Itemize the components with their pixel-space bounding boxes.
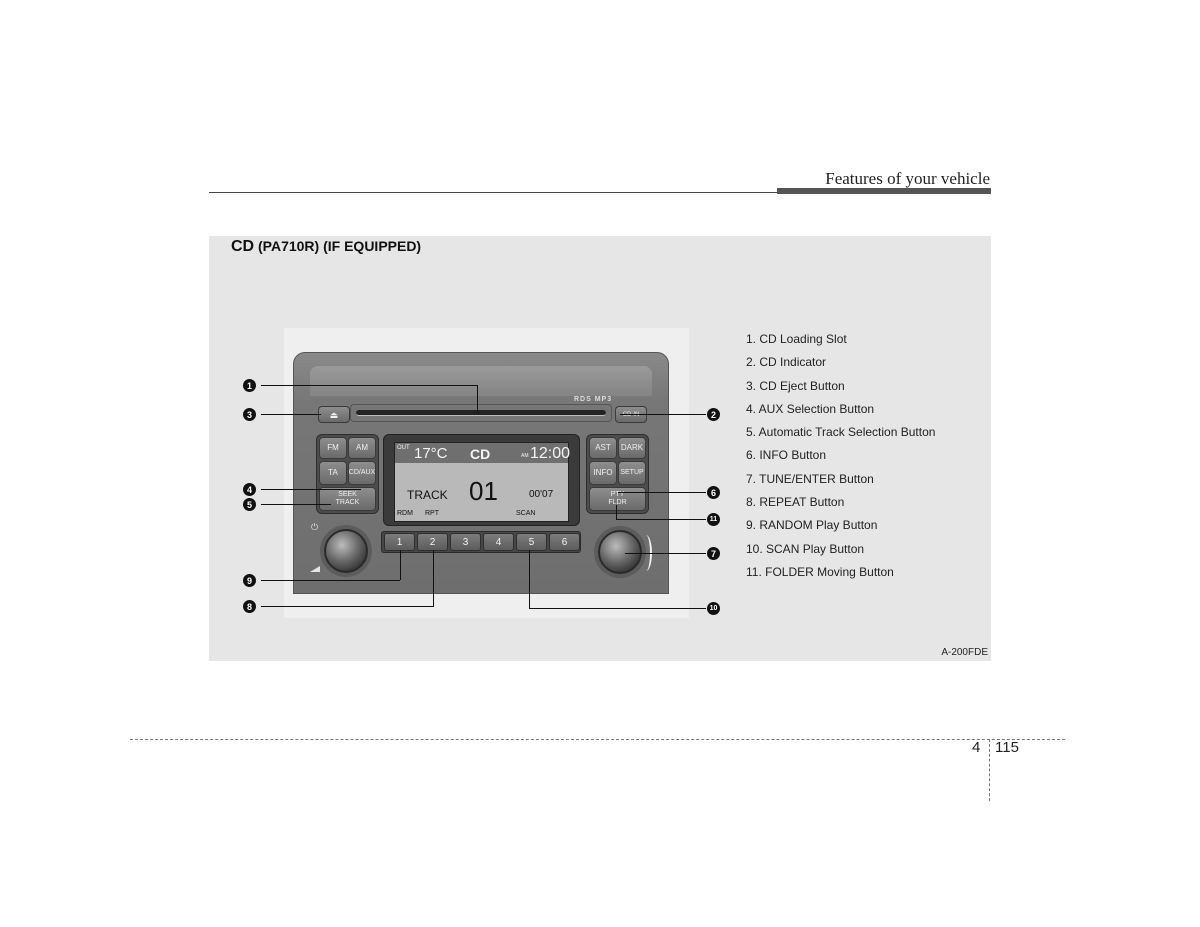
leader-line-2 — [620, 414, 706, 415]
callout-6: 6 — [707, 486, 720, 499]
page-number-divider — [989, 739, 990, 801]
leader-line-5 — [261, 504, 331, 505]
leader-line-3 — [261, 414, 321, 415]
display-scan: SCAN — [516, 510, 536, 517]
preset-button-4: 4 — [483, 533, 514, 551]
leader-line-1-drop — [477, 385, 478, 413]
legend-item: 2. CD Indicator — [746, 355, 827, 370]
leader-line-10 — [529, 608, 706, 609]
dark-button: DARK — [618, 437, 646, 459]
legend-item: 5. Automatic Track Selection Button — [746, 425, 936, 440]
lcd-status-bar — [395, 443, 568, 463]
display-track-number: 01 — [469, 476, 498, 506]
callout-4: 4 — [243, 483, 256, 496]
figure-title-rest: (PA710R) (IF EQUIPPED) — [258, 238, 422, 254]
display-mode: CD — [470, 446, 491, 462]
display-am-marker: AM — [521, 453, 529, 459]
callout-11: 11 — [707, 513, 720, 526]
cd-loading-slot — [356, 410, 606, 416]
leader-line-6 — [618, 492, 706, 493]
callout-9: 9 — [243, 574, 256, 587]
preset-button-6: 6 — [549, 533, 580, 551]
display-rdm: RDM — [397, 510, 413, 517]
display-out-label: OUT — [397, 445, 410, 451]
legend-item: 4. AUX Selection Button — [746, 401, 875, 416]
am-button: AM — [348, 437, 376, 459]
preset-button-3: 3 — [450, 533, 481, 551]
callout-7: 7 — [707, 547, 720, 560]
power-icon: ⏻ — [311, 522, 319, 532]
leader-line-11 — [616, 519, 706, 520]
figure-title: CD (PA710R) (IF EQUIPPED) — [231, 238, 421, 256]
unit-top-bezel — [310, 366, 652, 396]
header-rule-accent — [777, 188, 991, 194]
callout-2: 2 — [707, 408, 720, 421]
button-legend: 1. CD Loading Slot 2. CD Indicator 3. CD… — [746, 332, 935, 588]
leader-line-9-rise — [400, 550, 401, 580]
info-button: INFO — [589, 461, 617, 485]
fm-button: FM — [319, 437, 347, 459]
display-clock: 12:00 — [530, 445, 571, 462]
figure-code: A-200FDE — [941, 647, 988, 658]
chapter-number: 4 — [972, 739, 981, 756]
legend-item: 8. REPEAT Button — [746, 495, 845, 510]
page-number: 115 — [995, 739, 1019, 756]
leader-line-8-rise — [433, 550, 434, 606]
power-volume-knob — [324, 529, 368, 573]
preset-button-1: 1 — [384, 533, 415, 551]
ast-button: AST — [589, 437, 617, 459]
display-rpt: RPT — [425, 510, 439, 517]
leader-line-11-rise — [616, 505, 617, 519]
legend-item: 3. CD Eject Button — [746, 378, 845, 393]
leader-line-4 — [261, 489, 361, 490]
legend-item: 1. CD Loading Slot — [746, 332, 847, 346]
eject-button: ⏏ — [318, 406, 350, 423]
setup-button: SETUP — [618, 461, 646, 485]
section-title: Features of your vehicle — [825, 169, 990, 188]
display-track-label: TRACK — [407, 488, 448, 502]
leader-line-9 — [261, 580, 400, 581]
volume-icon — [310, 566, 320, 572]
display-elapsed-time: 00'07 — [529, 489, 554, 500]
preset-button-2: 2 — [417, 533, 448, 551]
preset-button-5: 5 — [516, 533, 547, 551]
tune-enter-knob — [598, 530, 642, 574]
callout-8: 8 — [243, 600, 256, 613]
callout-1: 1 — [243, 379, 256, 392]
seek-track-button: SEEK TRACK — [319, 487, 376, 511]
header-rule — [209, 192, 777, 193]
legend-item: 11. FOLDER Moving Button — [746, 564, 894, 579]
rds-mp3-logos: RDS MP3 — [574, 396, 613, 403]
leader-line-1 — [261, 385, 477, 386]
ta-button: TA — [319, 461, 347, 485]
leader-line-8 — [261, 606, 434, 607]
figure-title-main: CD — [231, 238, 255, 255]
cd-slot-frame — [350, 404, 612, 422]
callout-3: 3 — [243, 408, 256, 421]
callout-10: 10 — [707, 602, 720, 615]
cd-aux-button: CD/AUX — [348, 461, 376, 485]
footer-rule — [130, 739, 1065, 740]
legend-item: 9. RANDOM Play Button — [746, 518, 878, 533]
callout-5: 5 — [243, 498, 256, 511]
legend-item: 7. TUNE/ENTER Button — [746, 471, 874, 486]
legend-item: 6. INFO Button — [746, 448, 827, 463]
leader-line-10-rise — [529, 550, 530, 608]
pty-fldr-button: PTY FLDR — [589, 487, 646, 511]
display-temperature: 17°C — [414, 445, 448, 462]
leader-line-7 — [625, 553, 706, 554]
legend-item: 10. SCAN Play Button — [746, 541, 865, 556]
